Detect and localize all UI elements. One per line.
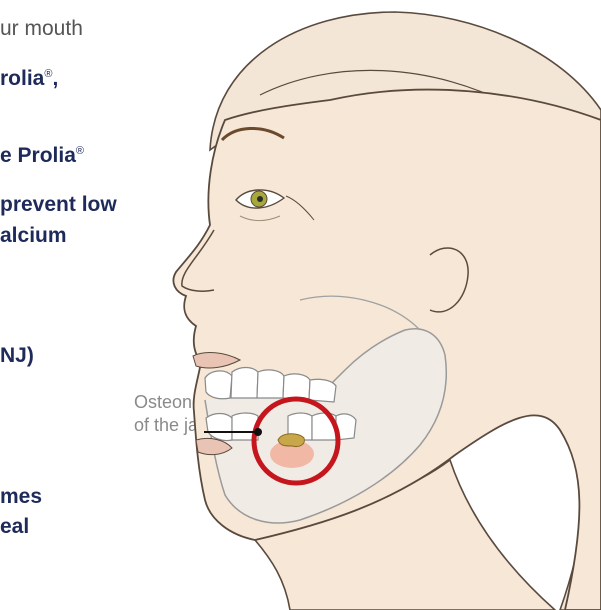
callout-leader-dot <box>254 428 262 436</box>
eye-pupil <box>257 196 263 202</box>
lesion-bone <box>278 434 304 447</box>
